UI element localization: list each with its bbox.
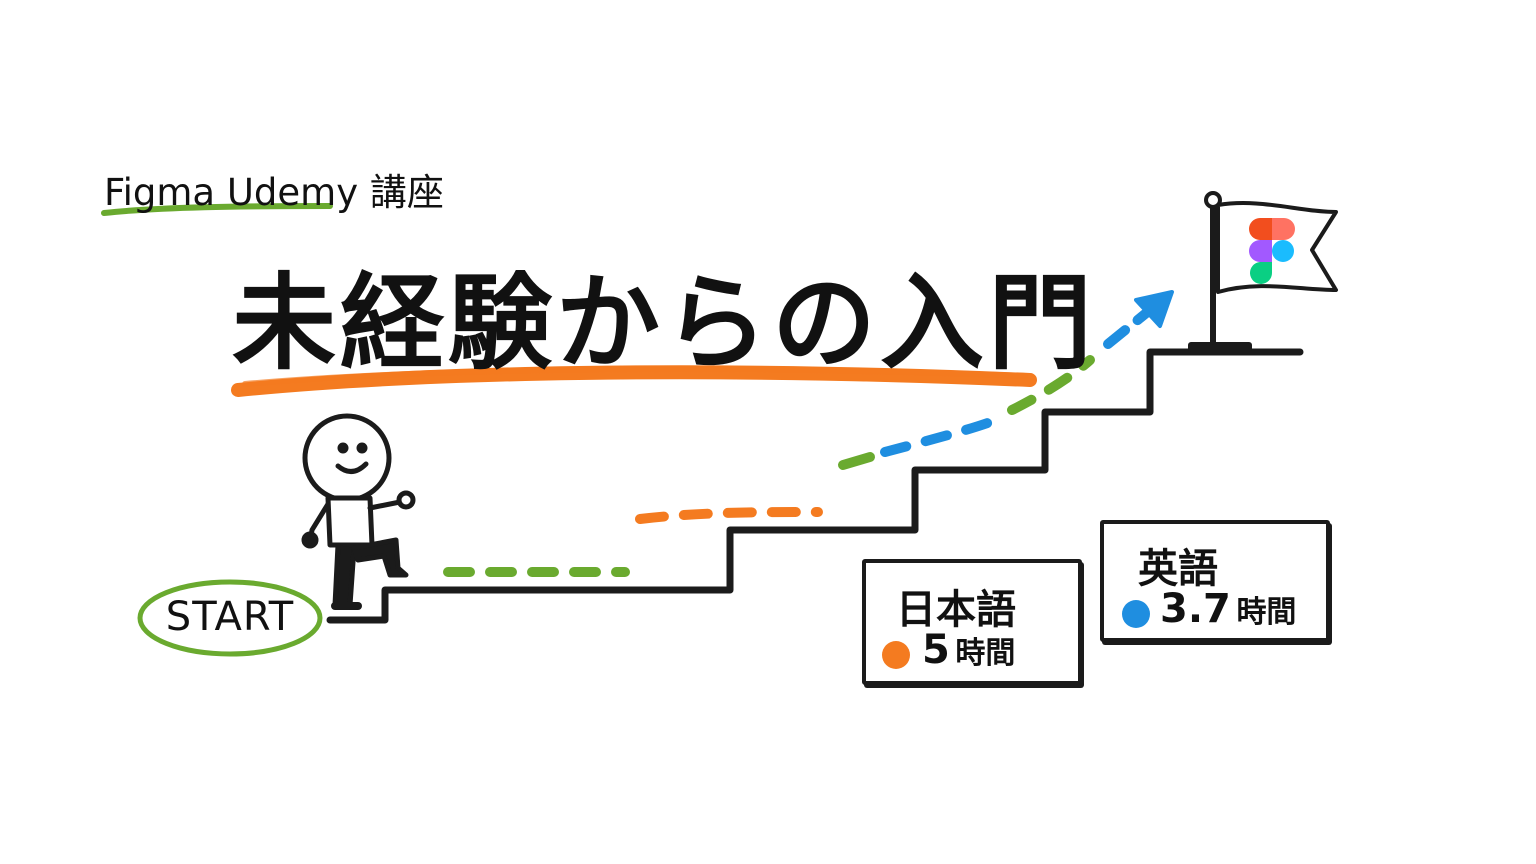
flag-icon bbox=[1188, 191, 1338, 352]
course-label: Figma Udemy 講座 bbox=[104, 171, 444, 214]
blue-dot-icon bbox=[1122, 600, 1150, 628]
progress-dash-green-3 bbox=[1007, 355, 1095, 415]
orange-dot-icon bbox=[882, 641, 910, 669]
title-underline-brush bbox=[242, 366, 1028, 387]
duration-card-english: 英語 3.7 時間 bbox=[1100, 520, 1330, 642]
staircase bbox=[326, 348, 1304, 624]
progress-dash-blue-2 bbox=[1103, 305, 1155, 349]
stick-figure-icon bbox=[301, 413, 416, 610]
progress-dash-green-2 bbox=[838, 452, 875, 470]
duration-unit-english: 時間 bbox=[1236, 595, 1297, 630]
title-underline bbox=[231, 365, 1037, 397]
duration-english: 3.7 時間 bbox=[1160, 586, 1296, 632]
duration-japanese: 5 時間 bbox=[922, 627, 1015, 673]
progress-arrowhead bbox=[1134, 290, 1174, 328]
language-label-english: 英語 bbox=[1138, 546, 1218, 592]
progress-dash-blue-1 bbox=[880, 411, 1010, 457]
subtitle-underline bbox=[101, 203, 333, 216]
page-title: 未経験からの入門 bbox=[232, 262, 1097, 384]
start-ellipse bbox=[137, 579, 323, 657]
duration-value-japanese: 5 bbox=[922, 627, 950, 673]
duration-value-english: 3.7 bbox=[1160, 586, 1231, 632]
figma-logo-icon bbox=[1249, 218, 1295, 284]
duration-unit-japanese: 時間 bbox=[955, 636, 1016, 671]
progress-dash-orange bbox=[635, 507, 823, 524]
language-label-japanese: 日本語 bbox=[896, 587, 1016, 633]
start-label: START bbox=[165, 594, 295, 640]
duration-card-japanese: 日本語 5 時間 bbox=[862, 559, 1082, 685]
